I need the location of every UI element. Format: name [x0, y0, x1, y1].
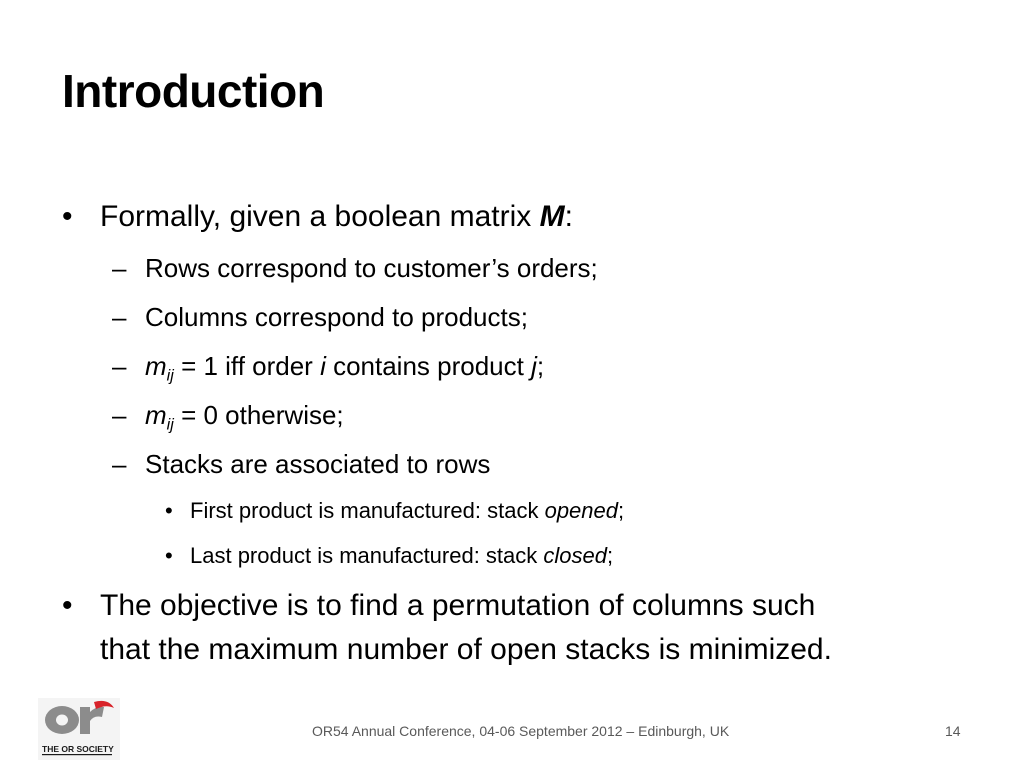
text-part: = 0 otherwise; [173, 400, 344, 430]
emph-word: closed [543, 543, 607, 568]
text-end: ; [536, 351, 545, 381]
subbullet-rows: – Rows correspond to customer’s orders; [112, 249, 598, 287]
emph-word: opened [544, 498, 618, 523]
subsubbullet-text: Last product is manufactured: stack clos… [190, 540, 613, 572]
bullet-marker: • [62, 589, 73, 622]
slide-title: Introduction [62, 65, 325, 117]
dash-marker: – [112, 400, 127, 430]
subsubbullet-first-product: • First product is manufactured: stack o… [165, 495, 624, 527]
var-subscript: ij [166, 415, 174, 434]
bullet-marker: • [165, 498, 173, 523]
var-subscript: ij [166, 366, 174, 385]
bullet-marker: • [62, 200, 73, 233]
or-society-logo-icon: THE OR SOCIETY [38, 698, 120, 760]
subbullet-text: mij = 1 iff order i contains product j; [145, 347, 544, 385]
text-part: = 1 iff order [173, 351, 321, 381]
subbullet-text: Columns correspond to products; [145, 302, 528, 332]
subbullet-text: mij = 0 otherwise; [145, 396, 344, 434]
logo-caption: THE OR SOCIETY [42, 744, 114, 754]
text-part: First product is manufactured: stack [190, 498, 545, 523]
text-part: Last product is manufactured: stack [190, 543, 544, 568]
page-number: 14 [945, 723, 961, 739]
text-end: ; [607, 543, 614, 568]
bullet-marker: • [165, 543, 173, 568]
text-end: ; [618, 498, 625, 523]
bullet-objective: • The objective is to find a permutation… [62, 584, 832, 672]
subsubbullet-text: First product is manufactured: stack ope… [190, 495, 624, 527]
objective-line-2: that the maximum number of open stacks i… [100, 633, 832, 666]
dash-marker: – [112, 253, 127, 283]
footer-conference: OR54 Annual Conference, 04-06 September … [312, 723, 730, 739]
or-society-logo: THE OR SOCIETY [38, 698, 120, 760]
dash-marker: – [112, 302, 127, 332]
subbullet-stacks: – Stacks are associated to rows [112, 445, 490, 483]
bullet-colon: : [564, 200, 573, 233]
var-j: j [531, 351, 537, 381]
subbullet-text: Rows correspond to customer’s orders; [145, 253, 598, 283]
dash-marker: – [112, 351, 127, 381]
var-i: i [320, 351, 326, 381]
bullet-formally: • Formally, given a boolean matrix M: [62, 195, 573, 239]
subbullet-mij-one: – mij = 1 iff order i contains product j… [112, 347, 544, 385]
bullet-text: Formally, given a boolean matrix M: [100, 195, 573, 239]
dash-marker: – [112, 449, 127, 479]
subbullet-text: Stacks are associated to rows [145, 449, 491, 479]
objective-line-1: The objective is to find a permutation o… [100, 589, 816, 622]
subbullet-columns: – Columns correspond to products; [112, 298, 528, 336]
subsubbullet-last-product: • Last product is manufactured: stack cl… [165, 540, 613, 572]
text-part: contains product [325, 351, 532, 381]
bullet-text: The objective is to find a permutation o… [100, 584, 832, 672]
bullet-text-main: Formally, given a boolean matrix [100, 200, 540, 233]
var-m: m [145, 400, 167, 430]
subbullet-mij-zero: – mij = 0 otherwise; [112, 396, 344, 434]
var-m: m [145, 351, 167, 381]
matrix-symbol: M [539, 200, 565, 233]
